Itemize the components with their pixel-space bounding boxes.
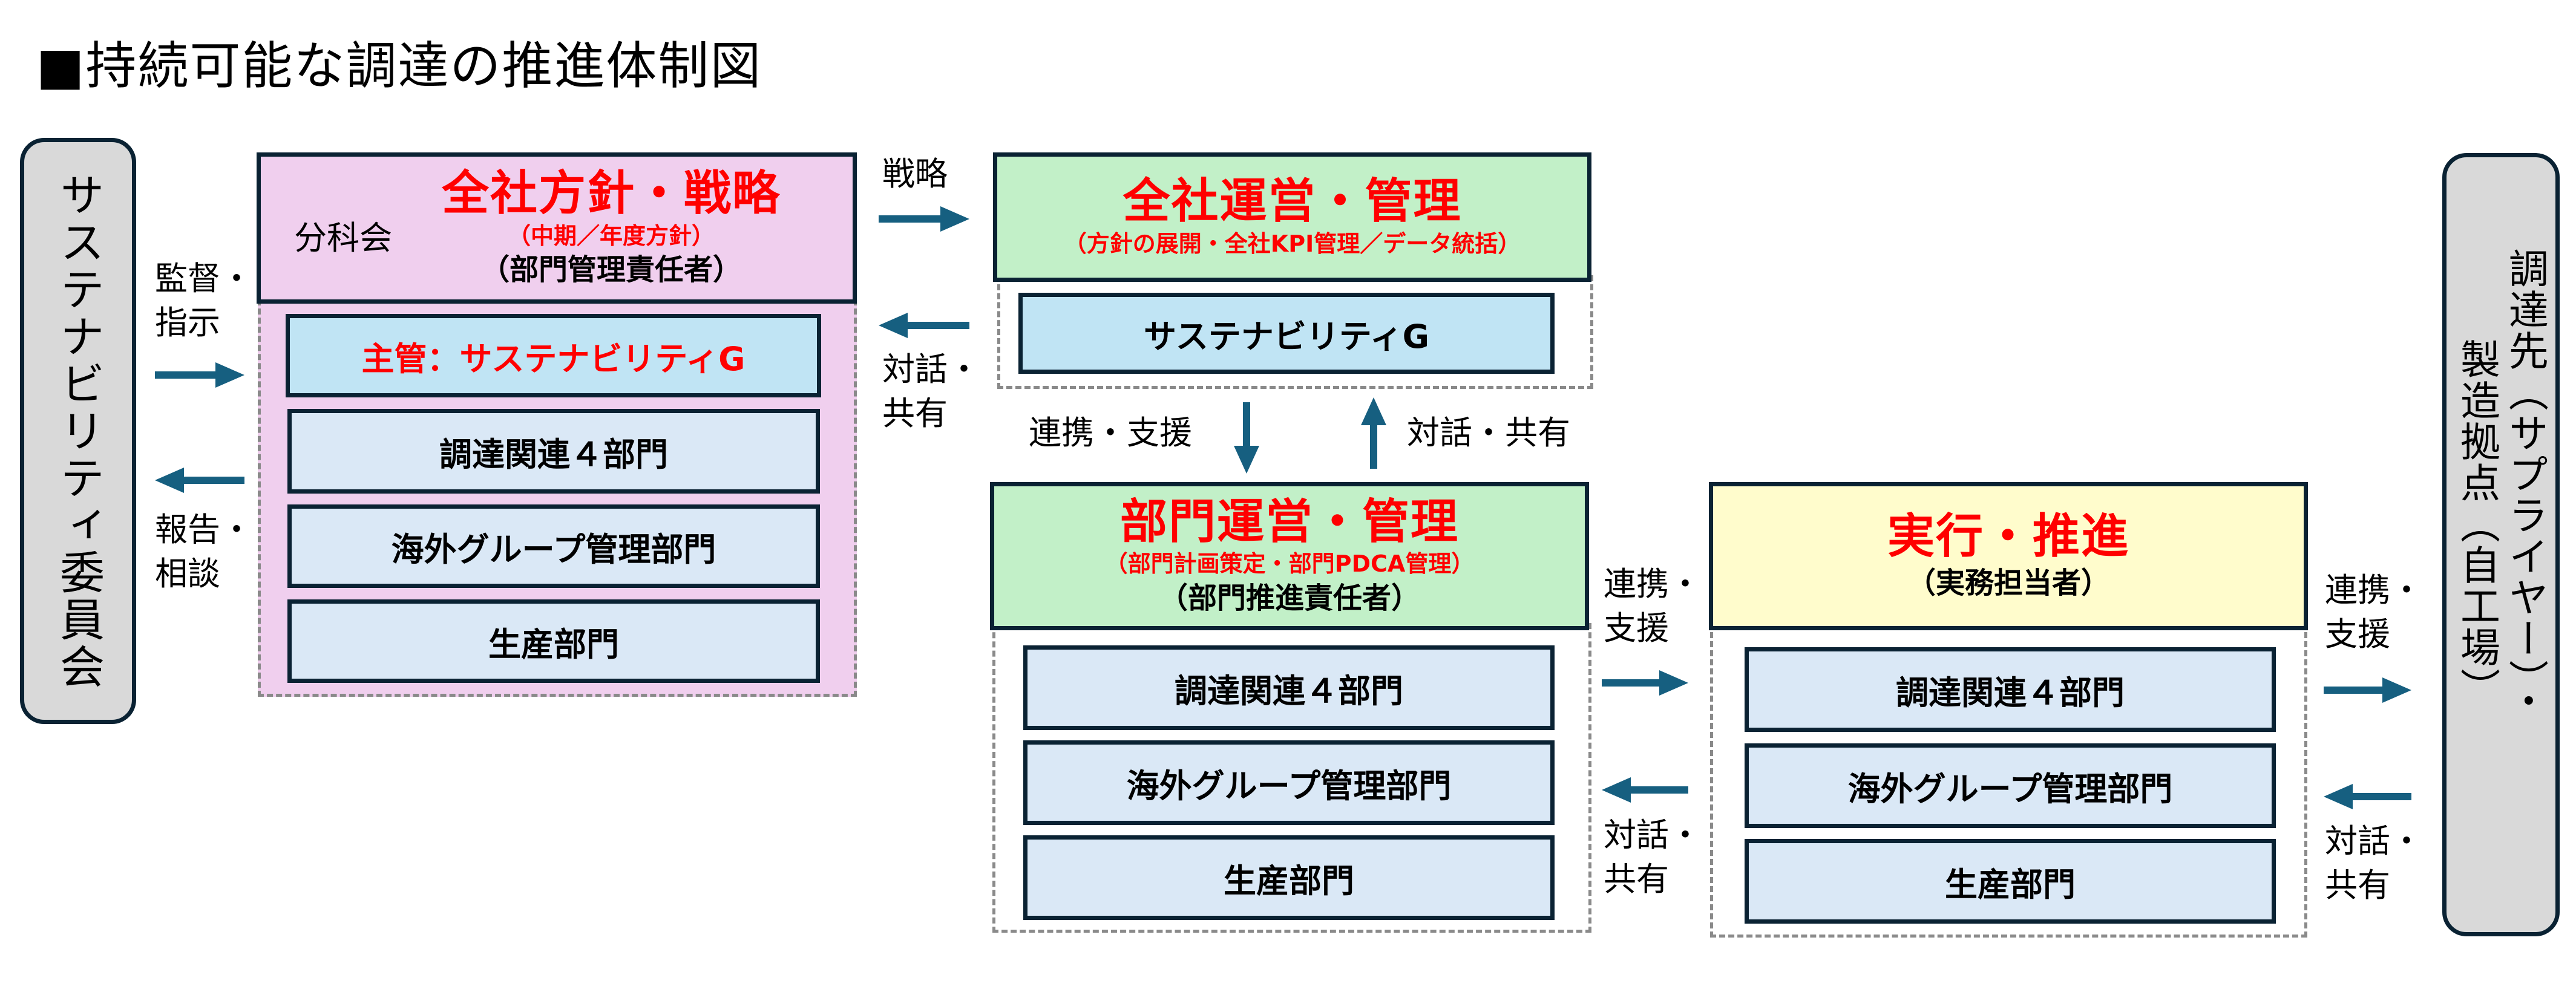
strategy-header: 分科会 全社方針・戦略 （中期／年度方針） （部門管理責任者） xyxy=(257,152,857,304)
arrow-down-icon xyxy=(1234,402,1259,474)
edge-label-dialogue: 対話・ 共有 xyxy=(2325,822,2423,904)
strategy-item: 生産部門 xyxy=(287,599,820,683)
execution-item: 調達関連４部門 xyxy=(1745,647,2276,732)
edge-label-dialogue: 対話・ 共有 xyxy=(882,350,980,432)
strategy-subheading: （中期／年度方針） xyxy=(507,222,715,249)
company-ops-item: サステナビリティG xyxy=(1018,293,1555,374)
committee-label: サステナビリティ委員会 xyxy=(52,171,105,691)
edge-label-coordination: 連携・ 支援 xyxy=(1604,565,1702,647)
edge-label-dialogue: 対話・共有 xyxy=(1407,414,1570,452)
execution-heading: 実行・推進 xyxy=(1887,509,2129,564)
suppliers-label: 調達先（サプライヤー）・ xyxy=(2502,248,2549,722)
strategy-item: 海外グループ管理部門 xyxy=(287,504,820,588)
company-ops-heading: 全社運営・管理 xyxy=(1122,174,1462,229)
company-ops-subheading: （方針の展開・全社KPI管理／データ統括） xyxy=(1063,230,1521,258)
strategy-item-lead: 主管：サステナビリティG xyxy=(286,314,821,397)
arrow-left-icon xyxy=(155,468,244,493)
arrow-up-icon xyxy=(1361,397,1386,469)
dept-ops-item: 海外グループ管理部門 xyxy=(1023,740,1555,825)
factories-label: 製造拠点（自工場） xyxy=(2454,339,2500,709)
dept-ops-subheading: （部門計画策定・部門PDCA管理） xyxy=(1104,550,1475,578)
execution-item: 海外グループ管理部門 xyxy=(1745,743,2276,828)
dept-ops-item: 調達関連４部門 xyxy=(1023,645,1555,730)
strategy-heading: 全社方針・戦略 xyxy=(441,166,781,221)
arrow-right-icon xyxy=(2324,677,2411,703)
strategy-responsible: （部門管理責任者） xyxy=(480,253,742,287)
edge-label-dialogue: 対話・ 共有 xyxy=(1604,816,1702,898)
arrow-left-icon xyxy=(879,313,969,338)
arrow-right-icon xyxy=(1602,670,1688,696)
edge-label-strategy: 戦略 xyxy=(882,155,948,193)
execution-header: 実行・推進 （実務担当者） xyxy=(1709,482,2308,630)
dept-ops-responsible: （部門推進責任者） xyxy=(1158,581,1420,615)
execution-responsible: （実務担当者） xyxy=(1906,566,2110,601)
edge-label-coordination: 連携・支援 xyxy=(1029,414,1192,452)
edge-label-report: 報告・ 相談 xyxy=(155,511,253,593)
sustainability-committee-panel: サステナビリティ委員会 xyxy=(20,138,136,724)
dept-ops-header: 部門運営・管理 （部門計画策定・部門PDCA管理） （部門推進責任者） xyxy=(990,482,1589,630)
execution-item: 生産部門 xyxy=(1745,839,2276,924)
page-title: ■持続可能な調達の推進体制図 xyxy=(36,36,762,96)
dept-ops-item: 生産部門 xyxy=(1023,835,1555,920)
company-ops-header: 全社運営・管理 （方針の展開・全社KPI管理／データ統括） xyxy=(993,152,1591,282)
suppliers-factories-panel: 調達先（サプライヤー）・ 製造拠点（自工場） xyxy=(2442,153,2560,936)
arrow-right-icon xyxy=(879,206,969,232)
strategy-item: 調達関連４部門 xyxy=(287,409,820,494)
edge-label-coordination: 連携・ 支援 xyxy=(2325,571,2423,653)
arrow-left-icon xyxy=(1602,777,1688,803)
edge-label-supervise: 監督・ 指示 xyxy=(155,259,253,342)
arrow-right-icon xyxy=(155,362,244,388)
subcommittee-label: 分科会 xyxy=(294,219,392,257)
dept-ops-heading: 部門運営・管理 xyxy=(1119,494,1459,549)
arrow-left-icon xyxy=(2324,784,2411,809)
